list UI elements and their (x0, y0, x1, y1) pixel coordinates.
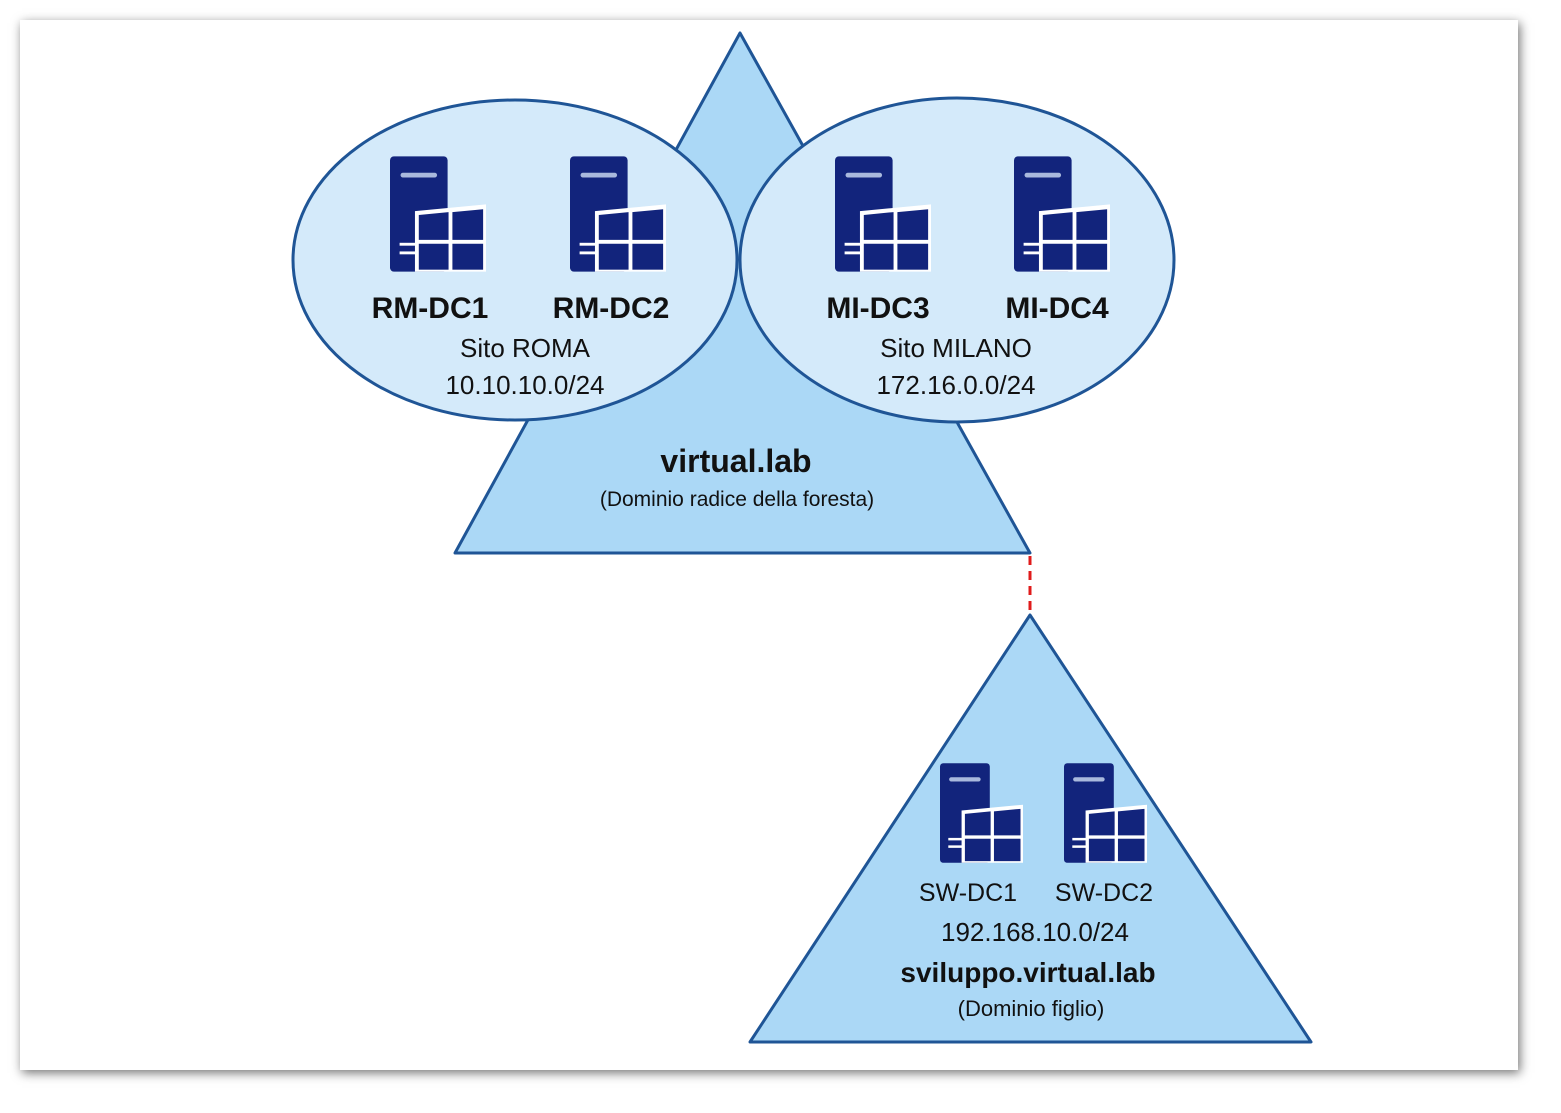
server-rm-dc1: RM-DC1 (372, 156, 489, 325)
site-name: Sito ROMA (460, 333, 591, 363)
forest-root-domain: RM-DC1 RM-DC2 Sito ROMA 10.10.10.0/24 MI… (291, 31, 1176, 555)
server-label: RM-DC1 (372, 292, 489, 325)
server-sw-dc2: SW-DC2 (1055, 763, 1153, 907)
site-subnet: 10.10.10.0/24 (445, 370, 604, 400)
server-label: SW-DC1 (919, 879, 1017, 907)
site-name: Sito MILANO (880, 333, 1032, 363)
server-label: RM-DC2 (553, 292, 670, 325)
server-mi-dc3: MI-DC3 (826, 156, 931, 325)
child-domain-name: sviluppo.virtual.lab (900, 957, 1155, 988)
server-mi-dc4: MI-DC4 (1005, 156, 1110, 325)
child-domain-triangle (748, 613, 1313, 1044)
child-domain-description: (Dominio figlio) (958, 996, 1105, 1021)
server-sw-dc1: SW-DC1 (919, 763, 1023, 907)
child-domain-subnet: 192.168.10.0/24 (941, 917, 1129, 947)
server-label: SW-DC2 (1055, 879, 1153, 907)
site-roma: RM-DC1 RM-DC2 Sito ROMA 10.10.10.0/24 (291, 98, 739, 422)
server-label: MI-DC4 (1005, 292, 1109, 325)
server-label: MI-DC3 (826, 292, 929, 325)
server-rm-dc2: RM-DC2 (553, 156, 670, 325)
child-domain: SW-DC1 SW-DC2 192.168.10.0/24 sviluppo.v… (748, 613, 1313, 1044)
site-subnet: 172.16.0.0/24 (876, 370, 1035, 400)
site-milano: MI-DC3 MI-DC4 Sito MILANO 172.16.0.0/24 (738, 96, 1176, 424)
root-domain-name: virtual.lab (660, 443, 811, 479)
root-domain-description: (Dominio radice della foresta) (600, 488, 874, 511)
